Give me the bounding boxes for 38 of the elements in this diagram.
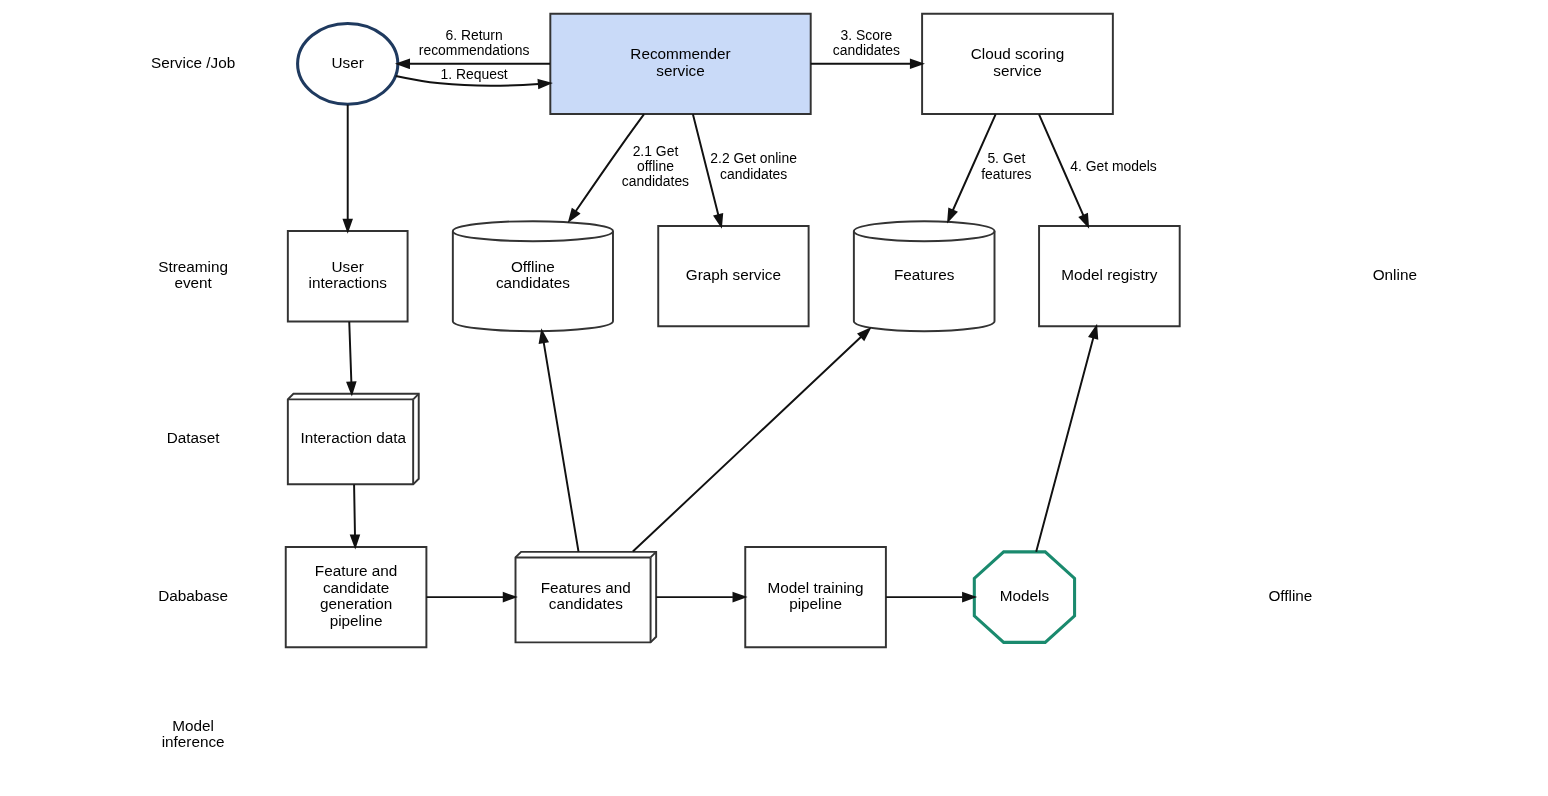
arrow bbox=[946, 113, 997, 224]
label: Online bbox=[1372, 266, 1417, 284]
node-ellipse: User bbox=[295, 21, 399, 106]
edge-label: 2.2 Get online candidates bbox=[709, 150, 797, 182]
edge-label: 2.1 Get offline candidates bbox=[621, 142, 689, 190]
legend-label: Service /Job bbox=[150, 53, 235, 71]
arrow bbox=[654, 591, 748, 603]
arrow bbox=[345, 320, 357, 397]
node-box: Cloud scoring service bbox=[920, 12, 1114, 115]
arrow bbox=[1037, 113, 1089, 229]
arrow bbox=[349, 483, 360, 550]
legend-label: Dataset bbox=[166, 428, 220, 446]
legend-label: Streaming event bbox=[157, 257, 228, 292]
arrow bbox=[425, 591, 518, 603]
arrow bbox=[394, 58, 551, 70]
node-box: Model training pipeline bbox=[743, 546, 887, 649]
arrow bbox=[1034, 323, 1098, 553]
edge-label: 3. Score candidates bbox=[832, 27, 900, 59]
edge-label: 1. Request bbox=[439, 66, 508, 83]
edge-label: 4. Get models bbox=[1069, 158, 1157, 175]
legend-label: Model inference bbox=[161, 716, 225, 751]
edge-label: 5. Get features bbox=[980, 150, 1031, 182]
arrow bbox=[691, 113, 723, 229]
node-box: User interactions bbox=[286, 229, 409, 323]
node-box: Model registry bbox=[1037, 225, 1181, 328]
arrow bbox=[538, 328, 579, 553]
edge-label: 6. Return recommendations bbox=[418, 27, 529, 59]
node-box: Recommender service bbox=[548, 12, 812, 115]
legend-label: Dababase bbox=[157, 587, 228, 605]
arrow bbox=[884, 591, 977, 603]
arrow bbox=[394, 74, 553, 90]
node-box: Feature and candidate generation pipeline bbox=[284, 546, 427, 649]
arrow bbox=[567, 113, 645, 224]
node-box: Graph service bbox=[656, 225, 810, 328]
arrow bbox=[809, 58, 925, 70]
label: Offline bbox=[1267, 587, 1312, 605]
arrow bbox=[631, 327, 872, 553]
arrow bbox=[341, 103, 353, 234]
